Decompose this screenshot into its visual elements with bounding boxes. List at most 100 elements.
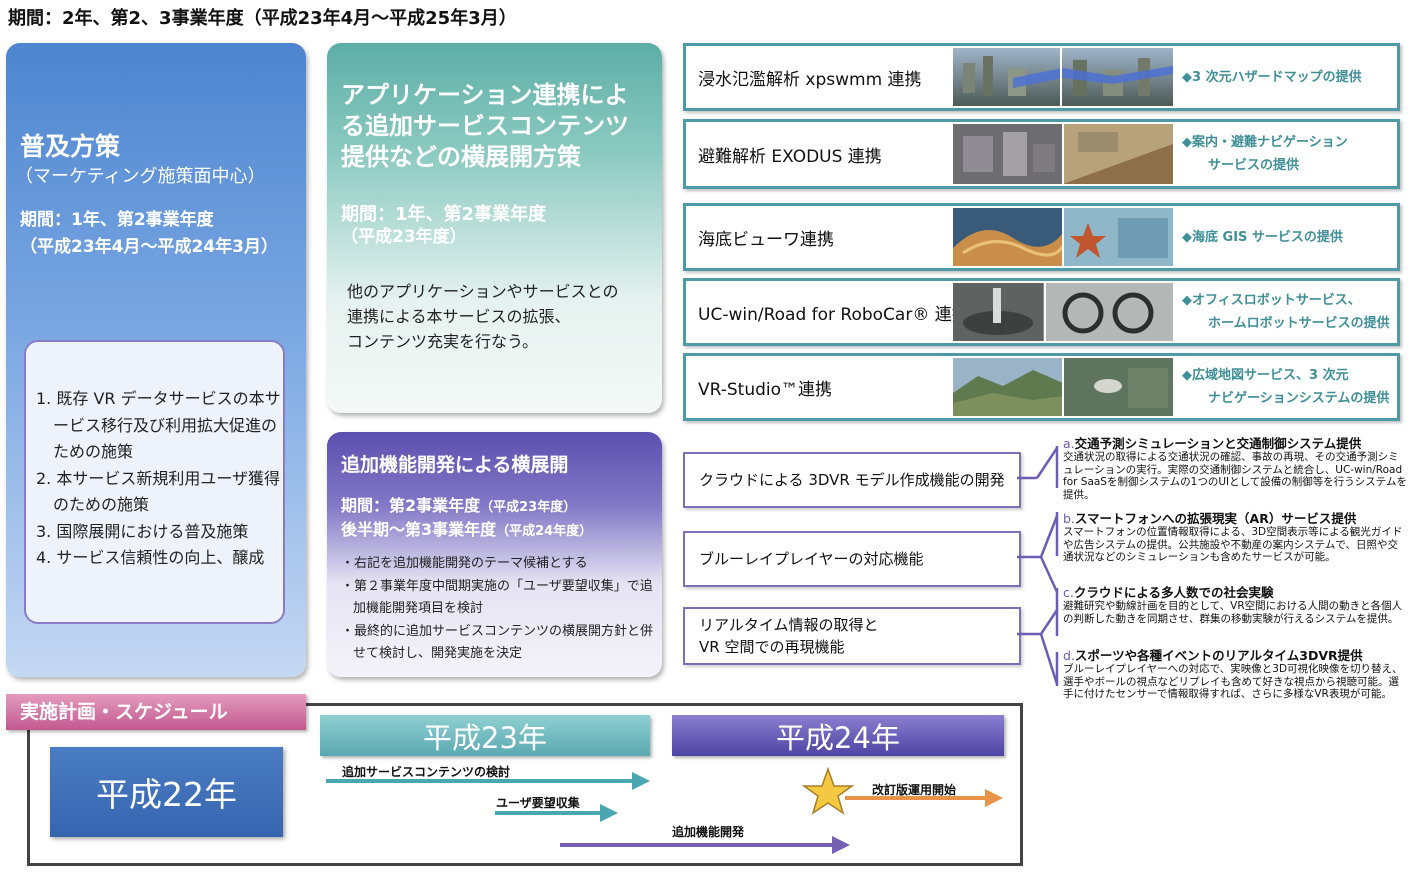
- flood-simulation-image: [953, 48, 1173, 106]
- app-linkage-period-line1: 期間：1年、第2事業年度: [341, 204, 547, 225]
- star-icon: [801, 766, 855, 815]
- theme-index: a.: [1063, 436, 1075, 451]
- app-row-seabed: 海底ビューワ連携 ◆海底 GIS サービスの提供: [683, 203, 1400, 271]
- schedule-arrows: [326, 766, 1003, 854]
- app-label-text: UC-win/Road for RoboCar® 連携: [698, 304, 969, 325]
- year-22-box: 平成22年: [50, 747, 283, 837]
- robocar-image: [953, 283, 1173, 341]
- feature-label-line2: VR 空間での再現機能: [699, 638, 845, 656]
- theme-title: スポーツや各種イベントのリアルタイム3DVR提供: [1074, 648, 1363, 663]
- seabed-viewer-image: [953, 208, 1173, 266]
- feature-bluray: ブルーレイプレイヤーの対応機能: [683, 531, 1021, 587]
- feature-dev-panel: 追加機能開発による横展開 期間：第2事業年度（平成23年度） 後半期～第3事業年…: [327, 432, 662, 677]
- task-feature-dev-label: 追加機能開発: [672, 825, 745, 839]
- arrow-user-requests: [495, 804, 618, 822]
- arrow-content-review: [326, 772, 650, 790]
- list-item: 3. 国際展開における普及施策: [36, 521, 249, 541]
- app-linkage-title-line: アプリケーション連携によ: [341, 81, 629, 109]
- app-linkage-period: 期間：1年、第2事業年度 （平成23年度）: [341, 204, 546, 248]
- diffusion-list-box: 1. 既存 VR データサービスの本サービス移行及び利用拡大促進のための施策 2…: [24, 340, 285, 624]
- schedule-frame: [27, 703, 1023, 866]
- feature-dev-period1-sub: （平成23年度）: [480, 500, 577, 515]
- diffusion-period-line2: （平成23年4月～平成24年3月）: [20, 237, 278, 257]
- theme-d: d.スポーツや各種イベントのリアルタイム3DVR提供 ブルーレイプレイヤーへの対…: [1063, 648, 1408, 701]
- theme-body: 避難研究や動線計画を目的として、VR空間における人間の動きと各個人の判断した動き…: [1063, 600, 1403, 625]
- diffusion-list: 1. 既存 VR データサービスの本サービス移行及び利用拡大促進のための施策 2…: [36, 386, 286, 572]
- page-title: 期間：2年、第2、3事業年度（平成23年4月～平成25年3月）: [8, 8, 517, 29]
- list-item: ・最終的に追加サービスコンテンツの横展開方針と併せて検討し、開発実施を決定: [341, 623, 654, 662]
- app-label: VR-Studio™連携: [698, 379, 833, 400]
- app-service-line1: ◆案内・避難ナビゲーション: [1182, 135, 1348, 150]
- app-linkage-desc-line: 連携による本サービスの拡張、: [347, 307, 571, 326]
- theme-title: 交通予測シミュレーションと交通制御システム提供: [1074, 436, 1362, 451]
- list-item: 4. サービス信頼性の向上、醸成: [36, 548, 265, 567]
- feature-dev-period: 期間：第2事業年度（平成23年度） 後半期～第3事業年度（平成24年度）: [341, 495, 592, 543]
- feature-label-line1: リアルタイム情報の取得と: [699, 616, 879, 634]
- app-service-line2: ナビゲーションシステムの提供: [1208, 391, 1390, 406]
- app-linkage-title: アプリケーション連携によ る追加サービスコンテンツ 提供などの横展開方策: [341, 80, 661, 173]
- app-linkage-desc-line: コンテンツ充実を行なう。: [347, 332, 539, 351]
- feature-cloud-modeling: クラウドによる 3DVR モデル作成機能の開発: [683, 452, 1021, 508]
- app-service: ◆案内・避難ナビゲーション サービスの提供: [1182, 122, 1392, 186]
- theme-body: スマートフォンの位置情報取得による、3D空間表示等による観光ガイドや広告システム…: [1063, 526, 1403, 563]
- app-label: 海底ビューワ連携: [698, 229, 834, 250]
- feature-dev-title: 追加機能開発による横展開: [341, 454, 569, 476]
- diffusion-panel: 普及方策 （マーケティング施策面中心） 期間：1年、第2事業年度 （平成23年4…: [6, 43, 306, 677]
- app-service-line1: ◆広域地図サービス、3 次元: [1182, 368, 1349, 383]
- theme-index: c.: [1063, 585, 1074, 600]
- app-service-line2: ホームロボットサービスの提供: [1208, 316, 1390, 331]
- task-user-requests-label: ユーザ要望収集: [496, 796, 580, 810]
- app-label: 避難解析 EXODUS 連携: [698, 146, 882, 167]
- year-24-box: 平成24年: [672, 715, 1004, 756]
- feature-dev-period2: 後半期～第3事業年度: [341, 520, 497, 539]
- app-linkage-desc: 他のアプリケーションやサービスとの 連携による本サービスの拡張、 コンテンツ充実…: [347, 279, 619, 354]
- app-row-exodus: 避難解析 EXODUS 連携 ◆案内・避難ナビゲーション サービスの提供: [683, 119, 1400, 189]
- evacuation-simulation-image: [953, 124, 1173, 184]
- list-item: ・第２事業年度中間期実施の「ユーザ要望収集」で追加機能開発項目を検討: [341, 578, 653, 617]
- task-content-review-label: 追加サービスコンテンツの検討: [342, 765, 511, 779]
- list-item: 1. 既存 VR データサービスの本サービス移行及び利用拡大促進のための施策: [36, 389, 281, 461]
- diffusion-subtitle: （マーケティング施策面中心）: [15, 166, 266, 187]
- feature-dev-period1: 期間：第2事業年度: [341, 496, 481, 515]
- task-release-label: 改訂版運用開始: [872, 783, 957, 797]
- theme-b: b.スマートフォンへの拡張現実（AR）サービス提供 スマートフォンの位置情報取得…: [1063, 511, 1408, 564]
- feature-realtime: リアルタイム情報の取得と VR 空間での再現機能: [683, 607, 1021, 665]
- schedule-label: 実施計画・スケジュール: [6, 694, 306, 730]
- app-linkage-desc-line: 他のアプリケーションやサービスとの: [347, 282, 619, 301]
- diffusion-period-line1: 期間：1年、第2事業年度: [20, 210, 214, 230]
- app-service-line2: サービスの提供: [1208, 158, 1300, 173]
- diffusion-period: 期間：1年、第2事業年度 （平成23年4月～平成24年3月）: [20, 207, 278, 261]
- vr-studio-image: [953, 358, 1173, 416]
- app-linkage-title-line: 提供などの横展開方策: [341, 143, 581, 171]
- theme-c: c.クラウドによる多人数での社会実験 避難研究や動線計画を目的として、VR空間に…: [1063, 585, 1408, 625]
- list-item: 2. 本サービス新規利用ユーザ獲得のための施策: [36, 468, 281, 515]
- feature-label: リアルタイム情報の取得と VR 空間での再現機能: [699, 609, 879, 663]
- feature-label: ブルーレイプレイヤーの対応機能: [699, 550, 924, 568]
- theme-body: ブルーレイプレイヤーへの対応で、実映像と3D可視化映像を切り替え、選手やボールの…: [1063, 663, 1403, 700]
- app-service-line1: ◆オフィスロボットサービス、: [1182, 293, 1361, 308]
- app-service-line1: ◆3 次元ハザードマップの提供: [1182, 69, 1362, 85]
- theme-index: b.: [1063, 511, 1075, 526]
- app-service: ◆オフィスロボットサービス、 ホームロボットサービスの提供: [1182, 281, 1392, 343]
- list-item: ・右記を追加機能開発のテーマ候補とする: [341, 556, 588, 571]
- theme-connector: [1017, 446, 1059, 686]
- theme-a: a.交通予測シミュレーションと交通制御システム提供 交通状況の取得による交通状況…: [1063, 436, 1408, 501]
- app-service: ◆海底 GIS サービスの提供: [1182, 206, 1392, 268]
- arrow-release: [845, 789, 1003, 807]
- app-service-line1: ◆海底 GIS サービスの提供: [1182, 229, 1343, 245]
- app-row-robocar: UC-win/Road for RoboCar® 連携 ◆オフィスロボットサービ…: [683, 278, 1400, 346]
- theme-title: クラウドによる多人数での社会実験: [1073, 585, 1274, 600]
- app-label: UC-win/Road for RoboCar® 連携: [698, 281, 969, 343]
- theme-title: スマートフォンへの拡張現実（AR）サービス提供: [1074, 511, 1357, 526]
- theme-index: d.: [1063, 648, 1075, 663]
- app-row-vrstudio: VR-Studio™連携 ◆広域地図サービス、3 次元 ナビゲーションシステムの…: [683, 353, 1400, 421]
- theme-body: 交通状況の取得による交通状況の確認、事故の再現、その交通予測シミュレーションの実…: [1063, 451, 1407, 501]
- diffusion-title: 普及方策: [20, 132, 121, 161]
- arrow-feature-dev: [560, 836, 850, 854]
- app-row-xpswmm: 浸水氾濫解析 xpswmm 連携 ◆3 次元ハザードマップの提供: [683, 43, 1400, 111]
- app-linkage-period-line2: （平成23年度）: [341, 227, 467, 247]
- app-service: ◆広域地図サービス、3 次元 ナビゲーションシステムの提供: [1182, 356, 1392, 418]
- app-service: ◆3 次元ハザードマップの提供: [1182, 46, 1392, 108]
- app-label: 浸水氾濫解析 xpswmm 連携: [698, 69, 922, 90]
- feature-label: クラウドによる 3DVR モデル作成機能の開発: [699, 471, 1005, 489]
